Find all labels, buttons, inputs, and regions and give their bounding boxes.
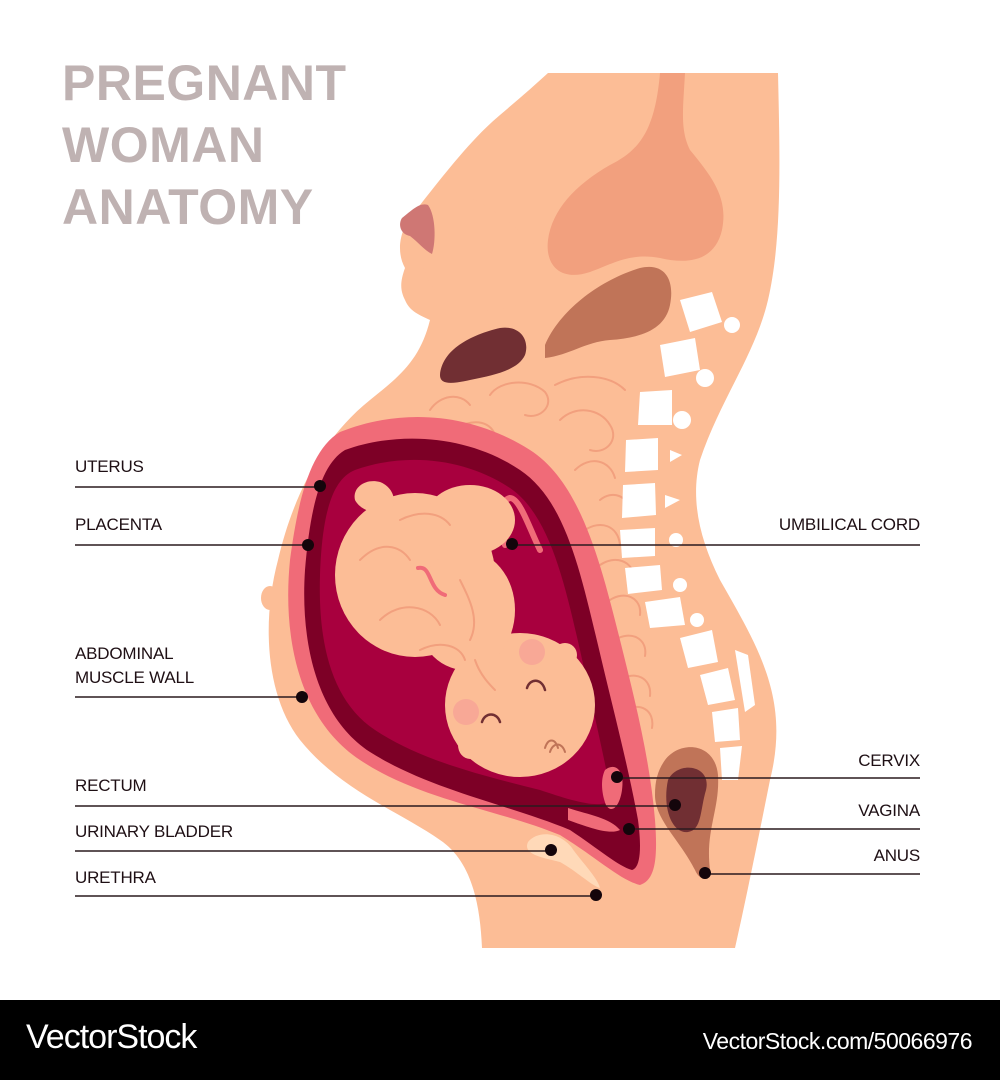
label-urethra: URETHRA <box>75 868 156 887</box>
label-urinary-bladder: URINARY BLADDER <box>75 822 233 841</box>
label-abdominal-line-1: ABDOMINAL <box>75 644 174 663</box>
spine <box>620 292 755 780</box>
dot-cervix <box>611 771 623 783</box>
fetus <box>335 481 595 777</box>
label-cervix: CERVIX <box>858 751 920 770</box>
label-vagina: VAGINA <box>858 801 920 820</box>
label-abdominal-muscle-wall: ABDOMINAL MUSCLE WALL <box>75 644 194 688</box>
source-url: VectorStock.com/50066976 <box>702 1028 973 1054</box>
title-line-3: ANATOMY <box>62 179 314 235</box>
label-rectum: RECTUM <box>75 776 147 795</box>
urinary-bladder <box>527 834 600 888</box>
watermark-footer: VectorStock VectorStock.com/50066976 <box>0 1000 1000 1080</box>
liver <box>545 266 672 358</box>
breast <box>418 190 540 311</box>
title-line-2: WOMAN <box>62 117 265 173</box>
dot-abdominal <box>296 691 308 703</box>
dot-uterus <box>314 480 326 492</box>
vagina-canal <box>568 808 620 832</box>
anatomy-illustration <box>75 73 920 948</box>
dot-placenta <box>302 539 314 551</box>
brand-logo: VectorStock <box>26 1018 197 1056</box>
label-uterus: UTERUS <box>75 457 144 476</box>
lung <box>547 73 724 275</box>
dot-rectum <box>669 799 681 811</box>
label-anus: ANUS <box>873 846 921 865</box>
stomach <box>440 327 527 383</box>
dot-urethra <box>590 889 602 901</box>
navel-bump <box>261 586 279 610</box>
leader-dots <box>296 480 711 901</box>
page-title: PREGNANT WOMAN ANATOMY <box>62 52 347 238</box>
label-placenta: PLACENTA <box>75 515 162 534</box>
dot-anus <box>699 867 711 879</box>
label-umbilical-cord: UMBILICAL CORD <box>778 515 920 534</box>
leader-lines <box>75 486 920 897</box>
title-line-1: PREGNANT <box>62 55 347 111</box>
rectum-inner <box>666 767 707 833</box>
label-abdominal-line-2: MUSCLE WALL <box>75 668 195 687</box>
dot-vagina <box>623 823 635 835</box>
dot-bladder <box>545 844 557 856</box>
dot-umbilical <box>506 538 518 550</box>
nipple <box>400 204 435 254</box>
